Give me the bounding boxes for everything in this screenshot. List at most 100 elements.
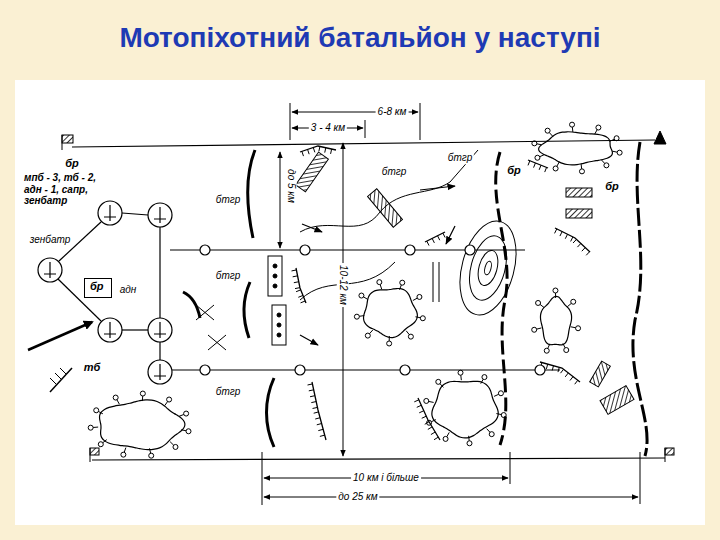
settlement-symbol [100,400,185,450]
trench-line [291,268,306,303]
settlement-symbol [440,384,443,388]
dimension-line [262,452,263,505]
settlement-symbol [150,448,151,453]
contour-line [208,335,226,350]
trench-line [308,149,310,154]
settlement-symbol [576,326,581,331]
settlement-symbol [113,395,118,400]
contour-line [196,150,478,350]
trench-line [417,405,422,407]
trench-line [314,412,319,413]
trench-line [545,167,547,172]
unit-rectangle [296,152,329,192]
trench-line [539,165,541,170]
settlement-symbol [364,288,418,337]
trench-line [325,148,326,153]
trench-line [315,418,320,419]
front-line [244,282,250,338]
trench-line [573,239,576,243]
dimension-line [420,103,421,140]
settlement-symbol [436,379,441,384]
trench-line [319,146,320,151]
settlement-symbol [387,341,392,346]
boundary-line [92,458,665,460]
dimension-label: 3 - 4 км [309,122,347,134]
trench-line [317,424,322,425]
unit-rectangle [273,274,277,278]
dimension-label: до 5 км [285,167,297,205]
attack-arrow [302,224,322,232]
unit-rectangle [272,305,286,345]
boundary-line [72,140,655,147]
trench-line [296,290,301,292]
settlement-symbol [481,379,483,383]
unit-rectangle [600,386,634,415]
contour-line [196,305,214,320]
settlement-symbol [537,328,542,329]
settlement-symbol [564,348,569,353]
hill-contour [463,232,513,305]
settlement-symbol [545,128,550,133]
settlement-symbol [532,141,537,146]
settlement-symbol [173,444,178,449]
unit-label: бтгр [214,194,242,206]
settlement-symbol [98,442,103,447]
settlement-symbol [417,294,422,299]
unit-label: бр [603,180,621,193]
trench-line [313,148,315,153]
flag-symbol [62,131,674,462]
trench-line [302,151,304,156]
settlement-symbol [617,150,622,155]
settlement-symbol [140,391,145,396]
settlement-symbol [595,130,597,134]
settlement-symbol [501,413,506,418]
front-line [267,378,275,447]
settlement-symbol [572,127,574,132]
settlement-symbol [406,331,409,335]
boundary-marker [535,365,545,375]
settlement-symbol [186,429,191,434]
settlement-symbol [400,280,405,285]
trench-line [418,398,440,440]
trench-line [577,243,580,247]
unit-label: бтгр [214,270,242,282]
settlement-symbol [596,125,601,130]
settlement-symbol [532,122,622,174]
settlement-symbol [93,427,98,428]
attack-arrow [300,186,455,345]
trench-line [419,411,424,413]
unit-rectangle [277,323,281,327]
settlement-symbol [170,442,174,445]
unit-label: бтгр [380,166,408,178]
settlement-symbol [610,139,615,141]
unit-rectangle [273,264,277,268]
unit-box: бр [84,278,112,298]
settlement-symbol [458,370,463,375]
unit-label: бтгр [446,152,474,164]
settlement-symbol [117,400,119,404]
settlement-symbol [354,314,359,319]
settlement-symbol [124,448,126,453]
unit-list: мпб - 3, тб - 2, адн - 1, сапр, зенбатр [22,172,110,207]
dimension-line [262,103,640,505]
settlement-symbol [431,420,436,422]
artillery-symbol [122,213,148,215]
settlement-symbol [549,133,552,137]
artillery-symbol [44,205,166,380]
trench-line [294,281,299,283]
unit-name: бр [90,280,106,293]
boundary-marker [295,365,305,375]
trench-line [565,234,567,238]
boundary-marker [465,245,475,255]
settlement-symbol [498,391,503,396]
settlement-symbol [532,288,581,353]
settlement-symbol [494,394,499,396]
settlement-symbol [539,132,613,165]
dimension-line [365,120,366,138]
flag-symbol [654,131,666,144]
defense-line [496,142,647,456]
settlement-symbol [612,151,617,153]
dimension-line [290,103,291,140]
settlement-symbol [432,381,498,438]
flag-symbol [62,135,73,143]
